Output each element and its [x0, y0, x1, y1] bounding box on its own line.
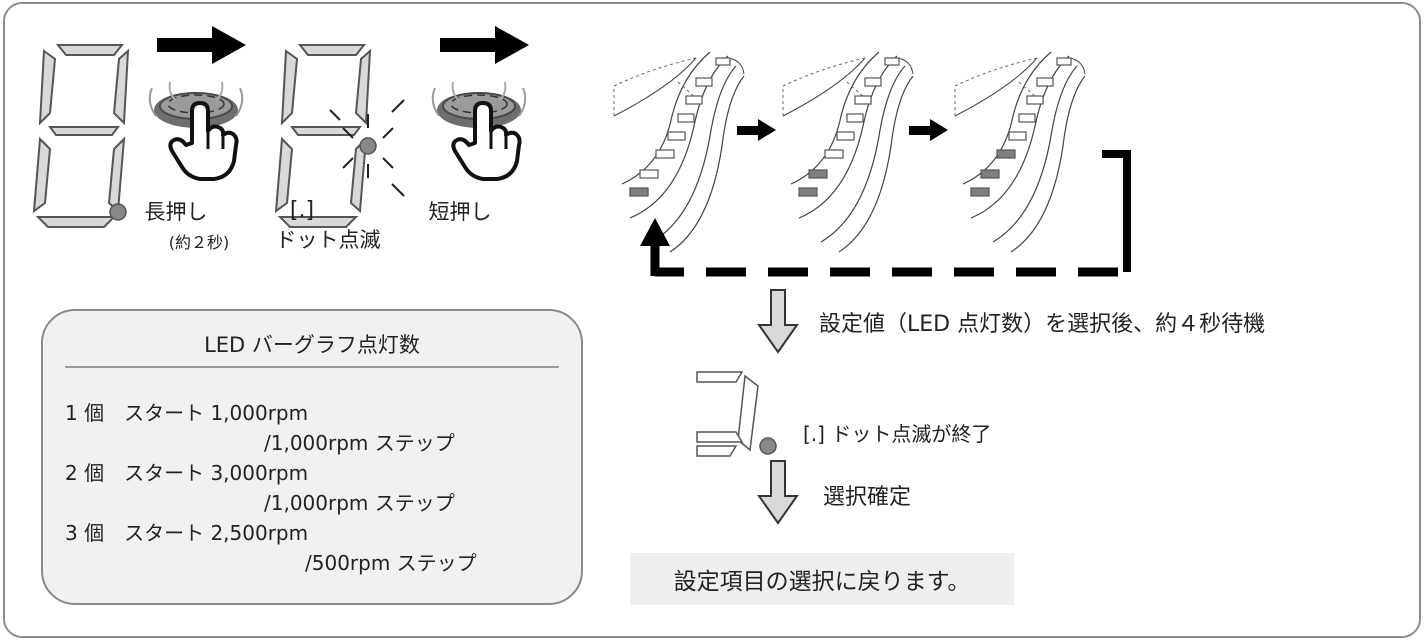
led-count-line: /500rpm ステップ [305, 551, 477, 575]
outer-frame [3, 2, 1421, 638]
short-press-label: 短押し [429, 200, 492, 224]
return-label: 設定項目の選択に戻ります。 [673, 569, 971, 595]
loop-back-path [640, 150, 1131, 277]
down-arrow-icon [757, 460, 799, 525]
right-arrow-icon [440, 26, 529, 64]
panel-title: LED バーグラフ点灯数 [204, 333, 420, 357]
panel-divider [65, 366, 559, 368]
right-arrow-icon [737, 119, 776, 141]
dot-blink-end-label: [.] ドット点滅が終了 [803, 422, 991, 446]
blinking-dot-icon [329, 99, 405, 197]
seven-segment-partial [696, 371, 759, 457]
confirm-label: 選択確定 [823, 485, 911, 510]
led-count-line: /1,000rpm ステップ [264, 491, 455, 515]
decimal-dot [759, 437, 777, 455]
return-to-settings-box: 設定項目の選択に戻ります。 [630, 553, 1014, 605]
right-arrow-icon [157, 26, 246, 64]
led-count-line: 1 個 スタート 1,000rpm [65, 401, 309, 425]
led-count-line: 3 個 スタート 2,500rpm [65, 521, 309, 545]
led-count-line: /1,000rpm ステップ [264, 431, 455, 455]
dot-symbol-label: [.] [290, 198, 314, 223]
seven-segment-display-initial [33, 44, 129, 228]
led-count-line: 2 個 スタート 3,000rpm [65, 461, 309, 485]
led-bargraph-stage-3 [954, 51, 1086, 253]
led-bargraph-stage-2 [782, 51, 914, 253]
long-press-label: 長押し [145, 200, 208, 224]
led-count-panel: LED バーグラフ点灯数 1 個 スタート 1,000rpm /1,000rpm… [41, 309, 583, 605]
right-arrow-icon [909, 119, 948, 141]
decimal-dot [109, 203, 127, 221]
led-bargraph-stage-1 [613, 51, 745, 253]
dot-blink-label: ドット点滅 [276, 228, 381, 252]
wait-instruction: 設定値（LED 点灯数）を選択後、約４秒待機 [819, 312, 1265, 337]
up-arrow-icon [640, 218, 670, 246]
down-arrow-icon [757, 289, 799, 354]
long-press-duration: (約２秒) [169, 233, 230, 252]
